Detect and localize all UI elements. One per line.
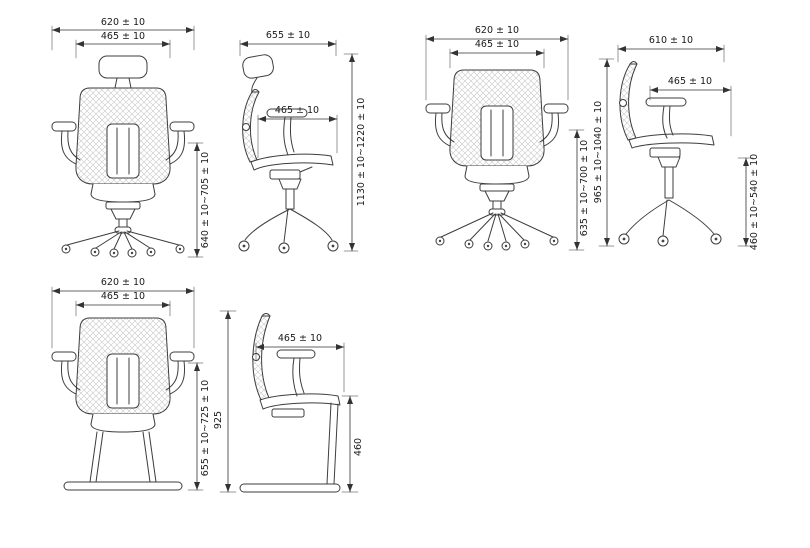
dim-line-visitor-side-seat-height <box>341 395 359 493</box>
dimension-lines <box>51 25 754 493</box>
dim-line-exec-side-depth <box>239 39 337 57</box>
chair-exec-side-drawing <box>238 54 339 254</box>
dim-line-task-front-inner-width <box>449 48 545 69</box>
dim-task-side-depth: 610 ± 10 <box>648 35 694 46</box>
dim-exec-side-overall-height: 1130 ± 10~1220 ± 10 <box>356 97 367 207</box>
dim-line-visitor-side-seat-depth <box>255 342 345 393</box>
dim-exec-front-inner-width: 465 ± 10 <box>100 31 146 42</box>
dim-task-front-inner-width: 465 ± 10 <box>474 39 520 50</box>
dim-visitor-front-inner-width: 465 ± 10 <box>100 291 146 302</box>
dim-line-task-side-overall-height <box>598 58 615 247</box>
dim-line-visitor-front-height <box>187 362 204 491</box>
dim-task-front-overall-width: 620 ± 10 <box>474 25 520 36</box>
dim-line-task-front-height <box>568 129 585 251</box>
dim-line-exec-front-overall-width <box>51 25 195 51</box>
chair-exec-front-drawing <box>51 55 195 258</box>
dim-line-task-side-seat-depth <box>649 85 732 137</box>
dim-task-front-height: 635 ± 10~700 ± 10 <box>579 139 590 237</box>
dim-exec-side-depth: 655 ± 10 <box>265 30 311 41</box>
dim-visitor-side-seat-depth: 465 ± 10 <box>277 333 323 344</box>
dim-line-exec-side-seat-depth <box>257 114 338 159</box>
dim-line-visitor-front-inner-width <box>75 300 171 317</box>
dim-visitor-side-seat-height: 460 <box>353 437 364 457</box>
chair-visitor-front-drawing <box>51 317 195 491</box>
dim-task-side-seat-depth: 465 ± 10 <box>667 76 713 87</box>
dim-visitor-side-overall-height: 925 <box>213 410 224 430</box>
dim-visitor-front-overall-width: 620 ± 10 <box>100 277 146 288</box>
dim-exec-front-overall-width: 620 ± 10 <box>100 17 146 28</box>
dim-line-exec-front-height <box>187 142 204 258</box>
chair-visitor-side-drawing <box>239 313 341 493</box>
dim-visitor-front-height: 655 ± 10~725 ± 10 <box>200 379 211 477</box>
dim-exec-side-seat-depth: 465 ± 10 <box>274 105 320 116</box>
dim-line-exec-side-overall-height <box>343 53 359 252</box>
chair-task-front-drawing <box>425 69 569 251</box>
dim-line-task-side-depth <box>617 44 725 63</box>
dim-task-side-seat-height: 460 ± 10~540 ± 10 <box>749 153 760 251</box>
dim-task-side-overall-height: 965 ± 10~1040 ± 10 <box>593 100 604 204</box>
dim-line-task-side-seat-height <box>737 157 754 247</box>
dim-line-exec-front-inner-width <box>75 39 171 59</box>
chair-task-side-drawing <box>618 61 722 247</box>
dim-line-visitor-side-overall-height <box>219 310 237 493</box>
dim-line-visitor-front-overall-width <box>51 286 195 349</box>
dim-line-task-front-overall-width <box>425 34 569 101</box>
dim-exec-front-height: 640 ± 10~705 ± 10 <box>200 151 211 249</box>
